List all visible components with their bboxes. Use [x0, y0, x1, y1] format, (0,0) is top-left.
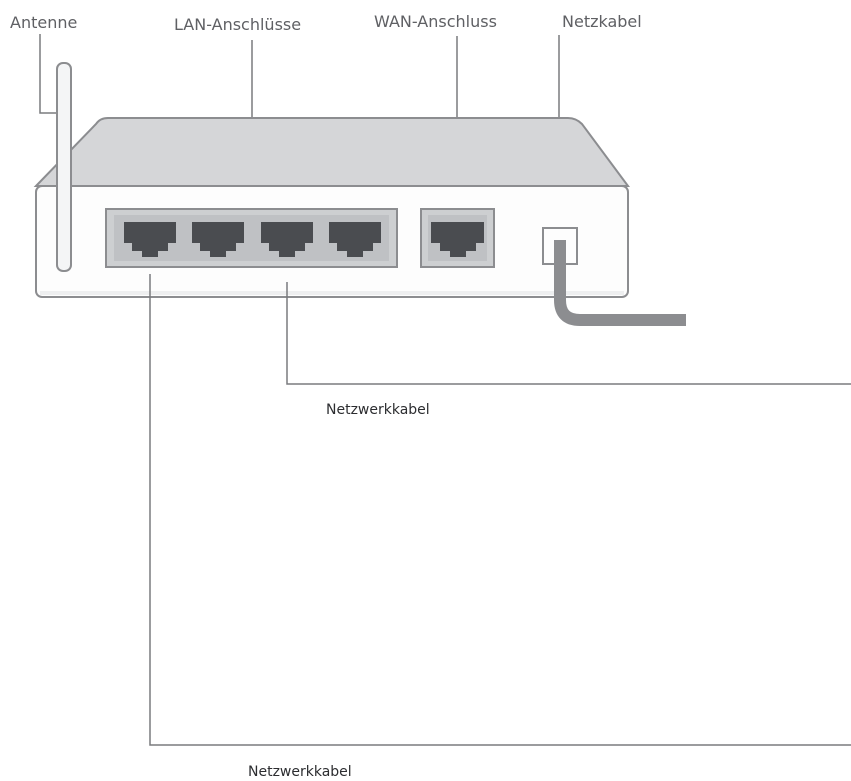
router-top-surface: [33, 117, 630, 187]
wan-port-icon: [431, 222, 484, 257]
lan-port-4-icon: [329, 222, 381, 257]
antenna-leader: [39, 34, 57, 114]
lan-port-2-icon: [192, 222, 244, 257]
antenna-rod: [56, 62, 72, 272]
network-cable-1-label: Netzwerkkabel: [326, 402, 430, 418]
power-socket-group: [542, 227, 686, 326]
lan-port-group: [105, 208, 398, 268]
network-cable-2-line: [149, 274, 851, 746]
power-cable: [554, 240, 686, 326]
power-cable-label: Netzkabel: [562, 12, 642, 31]
lan-port-1-icon: [124, 222, 176, 257]
network-cable-1-line: [286, 282, 851, 385]
wan-port-label: WAN-Anschluss: [374, 12, 497, 31]
lan-ports-label: LAN-Anschlüsse: [174, 15, 301, 34]
network-cables: [149, 274, 851, 746]
antenna: [56, 62, 72, 272]
antenna-label: Antenne: [10, 13, 77, 32]
router: [33, 117, 630, 298]
lan-port-3-icon: [261, 222, 313, 257]
router-shadow: [40, 291, 624, 295]
network-cable-2-label: Netzwerkkabel: [248, 764, 352, 780]
wan-port-group: [420, 208, 495, 268]
